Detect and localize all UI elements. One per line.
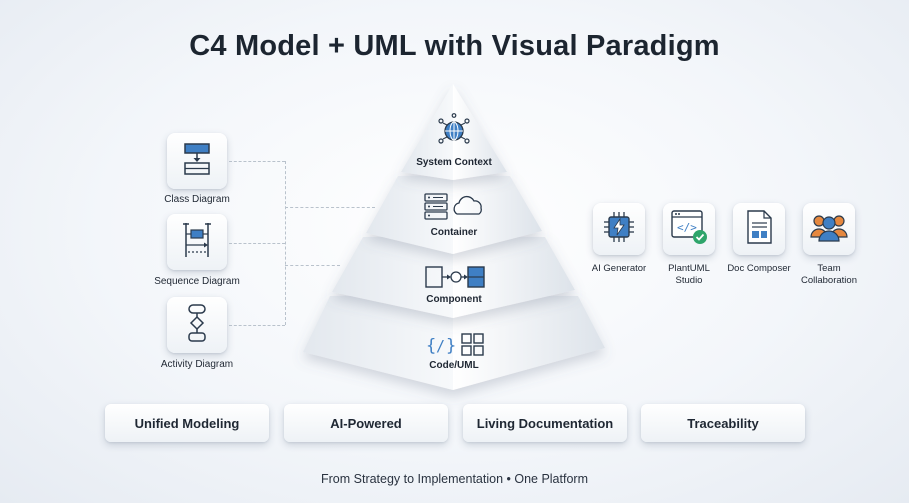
pyramid-tier-system-context[interactable] bbox=[401, 84, 507, 180]
plantuml-studio-card[interactable]: </> bbox=[663, 203, 715, 255]
connector-class bbox=[229, 161, 285, 162]
components-icon bbox=[424, 264, 486, 290]
tool-label-ai-generator: AI Generator bbox=[591, 263, 647, 274]
connector-to-container bbox=[285, 207, 375, 208]
document-icon bbox=[744, 209, 774, 250]
uml-label-sequence: Sequence Diagram bbox=[154, 276, 240, 287]
tool-label-team: Team Collaboration bbox=[801, 263, 857, 286]
tier-label-code: Code/UML bbox=[429, 360, 479, 371]
tier-label-container: Container bbox=[430, 227, 478, 238]
connector-to-component bbox=[285, 265, 340, 266]
svg-text:</>: </> bbox=[677, 221, 697, 234]
feature-traceability[interactable]: Traceability bbox=[641, 404, 805, 442]
footer-tagline: From Strategy to Implementation • One Pl… bbox=[321, 472, 588, 486]
svg-text:/: / bbox=[436, 337, 445, 355]
svg-text:{: { bbox=[426, 336, 436, 356]
connector-activity bbox=[229, 325, 285, 326]
feature-ai-powered[interactable]: AI-Powered bbox=[284, 404, 448, 442]
svg-text:}: } bbox=[446, 336, 456, 356]
pyramid-tier-code[interactable] bbox=[303, 296, 605, 390]
connector-vertical bbox=[285, 161, 286, 325]
tier-label-component: Component bbox=[426, 294, 482, 305]
ai-chip-icon bbox=[601, 209, 637, 250]
team-people-icon bbox=[809, 211, 849, 248]
plantuml-code-icon: </> bbox=[669, 208, 709, 251]
pyramid-tier-container[interactable] bbox=[366, 176, 542, 254]
pyramid-tier-component[interactable] bbox=[332, 237, 575, 318]
team-collaboration-card[interactable] bbox=[803, 203, 855, 255]
sequence-diagram-card[interactable] bbox=[167, 214, 227, 270]
tool-label-doc-composer: Doc Composer bbox=[727, 263, 791, 274]
sequence-diagram-icon bbox=[180, 221, 214, 264]
doc-composer-card[interactable] bbox=[733, 203, 785, 255]
activity-diagram-icon bbox=[182, 303, 212, 348]
feature-unified-modeling[interactable]: Unified Modeling bbox=[105, 404, 269, 442]
uml-label-activity: Activity Diagram bbox=[160, 359, 234, 370]
class-diagram-icon bbox=[182, 142, 212, 181]
activity-diagram-card[interactable] bbox=[167, 297, 227, 353]
tool-label-plantuml: PlantUML Studio bbox=[668, 263, 710, 286]
tier-label-system-context: System Context bbox=[416, 157, 492, 168]
server-cloud-icon bbox=[423, 192, 487, 222]
globe-network-icon bbox=[436, 113, 472, 149]
feature-living-documentation[interactable]: Living Documentation bbox=[463, 404, 627, 442]
page-title: C4 Model + UML with Visual Paradigm bbox=[189, 30, 720, 62]
uml-label-class: Class Diagram bbox=[164, 194, 230, 205]
code-grid-icon: { / } bbox=[424, 331, 488, 357]
connector-sequence bbox=[229, 243, 285, 244]
ai-generator-card[interactable] bbox=[593, 203, 645, 255]
class-diagram-card[interactable] bbox=[167, 133, 227, 189]
